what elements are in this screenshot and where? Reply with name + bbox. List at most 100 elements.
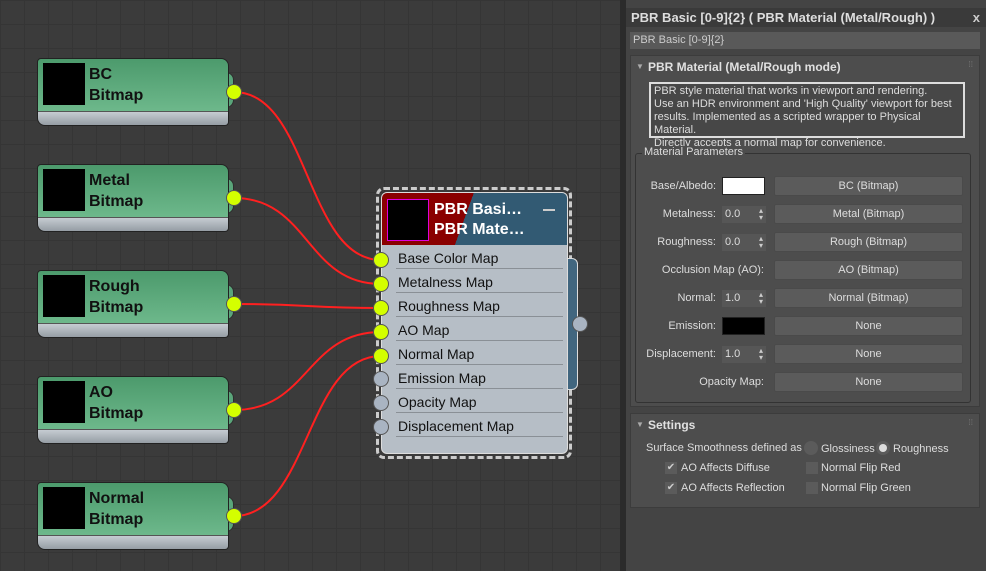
output-socket[interactable] — [226, 296, 242, 312]
bitmap-node[interactable]: BC Bitmap — [37, 58, 229, 126]
flip-green-checkbox[interactable] — [806, 482, 818, 494]
output-socket[interactable] — [226, 84, 242, 100]
wire[interactable] — [233, 355, 382, 517]
input-slot[interactable]: Roughness Map — [396, 293, 563, 317]
input-socket[interactable] — [373, 324, 389, 340]
input-slot[interactable]: Displacement Map — [396, 413, 563, 437]
bitmap-thumbnail — [43, 381, 85, 423]
param-label: Metalness: — [662, 208, 716, 220]
ao-reflection-label[interactable]: AO Affects Reflection — [681, 482, 785, 494]
input-socket[interactable] — [373, 419, 389, 435]
map-button[interactable]: None — [774, 372, 963, 392]
value-spinner[interactable]: 1.0▴▾ — [722, 346, 766, 363]
value-spinner[interactable]: 0.0 ▴▾ — [722, 234, 766, 251]
grip-icon[interactable]: ⁞⁞ — [968, 60, 973, 69]
bitmap-node[interactable]: Rough Bitmap — [37, 270, 229, 338]
param-label: Emission: — [668, 320, 716, 332]
ao-diffuse-checkbox[interactable]: ✔ — [665, 462, 677, 474]
input-label: Normal Map — [398, 346, 475, 362]
spinner-arrows-icon[interactable]: ▴▾ — [758, 346, 763, 362]
input-socket[interactable] — [373, 395, 389, 411]
input-slot[interactable]: AO Map — [396, 317, 563, 341]
panel-title-bar: PBR Basic [0-9]{2} ( PBR Material (Metal… — [626, 8, 986, 27]
input-slot[interactable]: Emission Map — [396, 365, 563, 389]
output-socket[interactable] — [226, 402, 242, 418]
bitmap-thumbnail — [43, 275, 85, 317]
spinner-value: 0.0 — [725, 236, 741, 248]
glossiness-radio[interactable] — [804, 441, 818, 455]
map-button[interactable]: AO (Bitmap) — [774, 260, 963, 280]
color-swatch[interactable] — [722, 177, 765, 195]
pbr-node-header[interactable]: PBR Basi… PBR Mate… — [382, 193, 567, 245]
spinner-arrows-icon[interactable]: ▴▾ — [758, 206, 763, 222]
input-slot[interactable]: Metalness Map — [396, 269, 563, 293]
color-swatch[interactable] — [722, 317, 765, 335]
map-button[interactable]: None — [774, 316, 963, 336]
glossiness-label[interactable]: Glossiness — [821, 443, 875, 455]
flip-red-checkbox[interactable] — [806, 462, 818, 474]
input-slot[interactable]: Normal Map — [396, 341, 563, 365]
grip-icon[interactable]: ⁞⁞ — [968, 418, 973, 427]
value-spinner[interactable]: 0.0 ▴▾ — [722, 206, 766, 223]
rollout-settings: ▼ Settings ⁞⁞ Surface Smoothness defined… — [630, 413, 980, 508]
ao-diffuse-label[interactable]: AO Affects Diffuse — [681, 462, 770, 474]
node-subtitle: PBR Mate… — [434, 221, 525, 238]
bitmap-thumbnail — [43, 487, 85, 529]
input-label: Base Color Map — [398, 250, 499, 266]
panel-divider[interactable] — [620, 0, 626, 571]
input-label: Emission Map — [398, 370, 486, 386]
value-spinner[interactable]: 1.0▴▾ — [722, 290, 766, 307]
output-socket[interactable] — [226, 508, 242, 524]
bitmap-thumbnail — [43, 63, 85, 105]
rollout-title[interactable]: Settings — [648, 418, 696, 432]
input-socket[interactable] — [373, 300, 389, 316]
collapse-triangle-icon[interactable]: ▼ — [636, 62, 644, 71]
output-socket[interactable] — [226, 190, 242, 206]
wires — [233, 91, 382, 517]
panel-title: PBR Basic [0-9]{2} ( PBR Material (Metal… — [631, 10, 936, 25]
input-socket[interactable] — [373, 276, 389, 292]
spinner-value: 0.0 — [725, 208, 741, 220]
input-slot[interactable]: Opacity Map — [396, 389, 563, 413]
spinner-arrows-icon[interactable]: ▴▾ — [758, 290, 763, 306]
spinner-arrows-icon[interactable]: ▴▾ — [758, 234, 763, 250]
map-button[interactable]: BC (Bitmap) — [774, 176, 963, 196]
description-box: PBR style material that works in viewpor… — [649, 82, 965, 149]
collapse-triangle-icon[interactable]: ▼ — [636, 420, 644, 429]
wire[interactable] — [233, 91, 382, 261]
minimize-button[interactable] — [543, 209, 555, 211]
ao-reflection-checkbox[interactable]: ✔ — [665, 482, 677, 494]
input-slot[interactable]: Base Color Map — [396, 245, 563, 269]
input-socket[interactable] — [373, 252, 389, 268]
roughness-radio[interactable] — [876, 441, 890, 455]
wire[interactable] — [233, 303, 382, 309]
map-button[interactable]: None — [774, 344, 963, 364]
input-label: Opacity Map — [398, 394, 477, 410]
bitmap-node[interactable]: Normal Bitmap — [37, 482, 229, 550]
map-button[interactable]: Normal (Bitmap) — [774, 288, 963, 308]
node-name: Rough — [89, 278, 140, 295]
bitmap-node[interactable]: Metal Bitmap — [37, 164, 229, 232]
close-button[interactable]: x — [972, 10, 980, 25]
material-name-field[interactable]: PBR Basic [0-9]{2} — [630, 32, 980, 49]
node-name: Normal — [89, 490, 145, 507]
param-label: Roughness: — [657, 236, 716, 248]
node-title: PBR Basi… — [434, 201, 523, 218]
input-label: AO Map — [398, 322, 450, 338]
wire[interactable] — [233, 197, 382, 285]
roughness-label[interactable]: Roughness — [893, 443, 949, 455]
bitmap-node[interactable]: AO Bitmap — [37, 376, 229, 444]
output-socket[interactable] — [572, 316, 588, 332]
flip-red-label[interactable]: Normal Flip Red — [821, 462, 901, 474]
input-socket[interactable] — [373, 371, 389, 387]
rollout-title[interactable]: PBR Material (Metal/Rough mode) — [648, 60, 841, 74]
flip-green-label[interactable]: Normal Flip Green — [821, 482, 911, 494]
node-footer — [38, 429, 228, 443]
input-socket[interactable] — [373, 348, 389, 364]
node-editor-canvas[interactable]: BC Bitmap Metal Bitmap Rough Bitmap AO B… — [0, 0, 620, 571]
map-button[interactable]: Metal (Bitmap) — [774, 204, 963, 224]
map-button[interactable]: Rough (Bitmap) — [774, 232, 963, 252]
wire[interactable] — [233, 331, 382, 411]
node-name: AO — [89, 384, 113, 401]
